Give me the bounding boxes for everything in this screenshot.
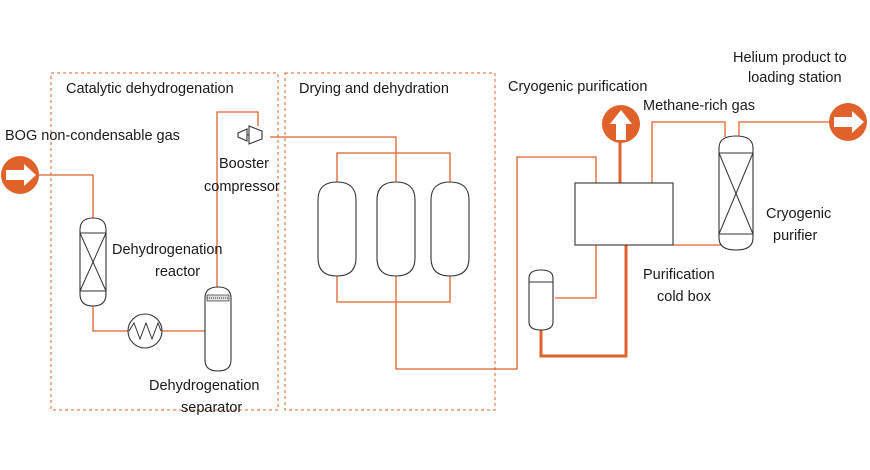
equipment-label-separator-2: separator xyxy=(181,400,242,416)
equipment-label-reactor-1: Dehydrogenation xyxy=(112,242,222,258)
pipe-inlet-to-reactor xyxy=(38,174,94,220)
equipment-label-booster-1: Booster xyxy=(219,156,269,172)
cold-box-separator-vessel xyxy=(528,269,554,331)
equipment-label-purifier-1: Cryogenic xyxy=(766,206,831,222)
purification-cold-box xyxy=(574,182,674,246)
section-label-catalytic: Catalytic dehydrogenation xyxy=(66,81,234,97)
dehydrogenation-reactor xyxy=(79,217,107,307)
stream-label-inlet: BOG non-condensable gas xyxy=(5,128,180,144)
section-label-cryogenic: Cryogenic purification xyxy=(508,79,647,95)
compressor-icon xyxy=(237,125,263,145)
pipe-methane-rich xyxy=(651,121,726,183)
equipment-label-coldbox-1: Purification xyxy=(643,267,715,283)
heat-exchanger-icon xyxy=(127,313,163,349)
equipment-label-reactor-2: reactor xyxy=(155,264,200,280)
pipe-reactor-to-exchanger xyxy=(92,306,128,332)
equipment-label-separator-1: Dehydrogenation xyxy=(149,378,259,394)
pipe-vessel-loop xyxy=(539,245,628,358)
cryogenic-purifier xyxy=(718,135,754,251)
section-box-drying xyxy=(284,72,496,411)
stream-label-helium-1: Helium product to xyxy=(733,50,847,66)
pipe-dryer-top-header xyxy=(336,152,451,188)
arrow-right-icon xyxy=(1,156,39,194)
stream-label-methane: Methane-rich gas xyxy=(643,98,755,114)
dehydrogenation-separator xyxy=(204,286,232,372)
pipe-dryer-bottom-header xyxy=(336,270,451,303)
pipe-separator-to-compressor xyxy=(216,111,259,290)
pipe-helium-product xyxy=(738,121,830,137)
dryer-vessel-1 xyxy=(317,181,357,277)
pipe-coldbox-to-vessel xyxy=(555,245,597,299)
arrow-up-icon xyxy=(602,105,640,143)
arrow-right-icon xyxy=(829,103,867,141)
equipment-label-booster-2: compressor xyxy=(204,179,280,195)
section-label-drying: Drying and dehydration xyxy=(299,81,449,97)
dryer-vessel-3 xyxy=(430,181,470,277)
pipe-dryers-to-coldbox xyxy=(395,156,597,370)
equipment-label-coldbox-2: cold box xyxy=(657,289,712,305)
equipment-label-purifier-2: purifier xyxy=(773,228,817,244)
dryer-vessel-2 xyxy=(376,181,416,277)
pipe-compressor-to-dryers xyxy=(270,136,397,153)
stream-label-helium-2: loading station xyxy=(748,70,842,86)
